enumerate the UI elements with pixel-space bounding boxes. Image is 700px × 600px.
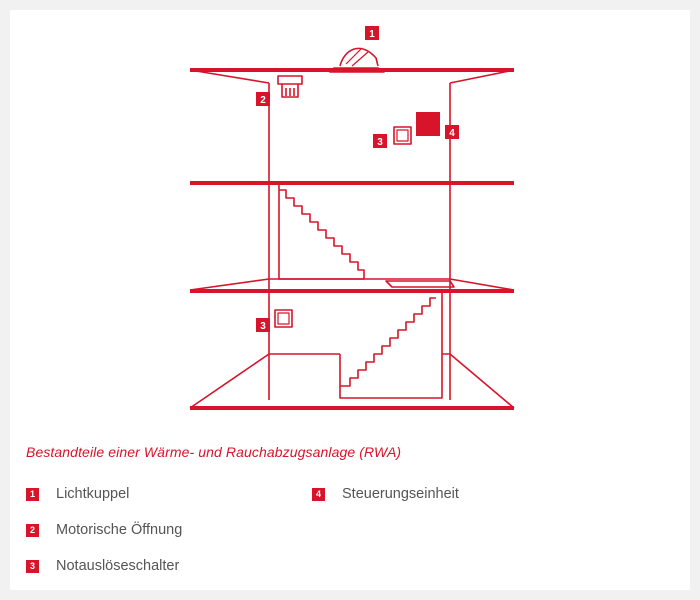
building-wall-lines	[189, 69, 515, 400]
svg-text:3: 3	[260, 321, 266, 332]
legend-label: Notauslöseschalter	[56, 558, 180, 574]
legend-item-light-dome: 1 Lichtkuppel	[26, 486, 129, 502]
lower-staircase-shaft	[339, 293, 443, 399]
marker-2: 2	[256, 92, 270, 106]
figure-card: 1 2 3 3 4 Bestandteile einer Wärme- und …	[10, 10, 690, 590]
floor-hatch	[385, 280, 455, 288]
legend-badge: 2	[26, 523, 39, 537]
legend-label: Steuerungseinheit	[342, 486, 459, 502]
svg-text:3: 3	[377, 137, 383, 148]
lower-staircase	[340, 297, 436, 387]
rwa-building-diagram: 1 2 3 3 4	[189, 26, 515, 410]
emergency-switch-upper	[393, 126, 412, 145]
floor-slabs	[190, 68, 514, 410]
marker-group: 1 2 3 3 4	[256, 26, 459, 332]
svg-text:1: 1	[369, 29, 375, 40]
basement-floor-perspective	[189, 353, 515, 409]
ground-slab	[190, 406, 514, 410]
emergency-switch-lower	[274, 309, 293, 328]
marker-3-upper: 3	[373, 134, 387, 148]
legend-label: Lichtkuppel	[56, 486, 130, 502]
middle-floor-perspective	[189, 278, 515, 291]
legend-badge: 3	[26, 559, 39, 573]
legend-badge: 1	[26, 487, 39, 501]
svg-text:4: 4	[449, 128, 455, 139]
middle-floor-slab	[190, 289, 514, 293]
marker-3-lower: 3	[256, 318, 270, 332]
legend-badge: 4	[312, 487, 325, 501]
figure-caption: Bestandteile einer Wärme- und Rauchabzug…	[26, 444, 402, 460]
upper-staircase	[278, 183, 365, 280]
marker-4: 4	[445, 125, 459, 139]
marker-1: 1	[365, 26, 379, 40]
upper-floor-slab	[190, 181, 514, 185]
legend-label: Motorische Öffnung	[56, 522, 183, 538]
legend-item-control-unit: 4 Steuerungseinheit	[312, 486, 459, 502]
control-unit	[416, 112, 440, 136]
legend-item-motorized-opening: 2 Motorische Öffnung	[26, 522, 182, 538]
svg-text:2: 2	[260, 95, 266, 106]
light-dome-flap	[339, 47, 379, 67]
legend-item-emergency-switch: 3 Notauslöseschalter	[26, 558, 179, 574]
roof-slab	[190, 68, 514, 72]
motorized-opening	[277, 75, 303, 85]
